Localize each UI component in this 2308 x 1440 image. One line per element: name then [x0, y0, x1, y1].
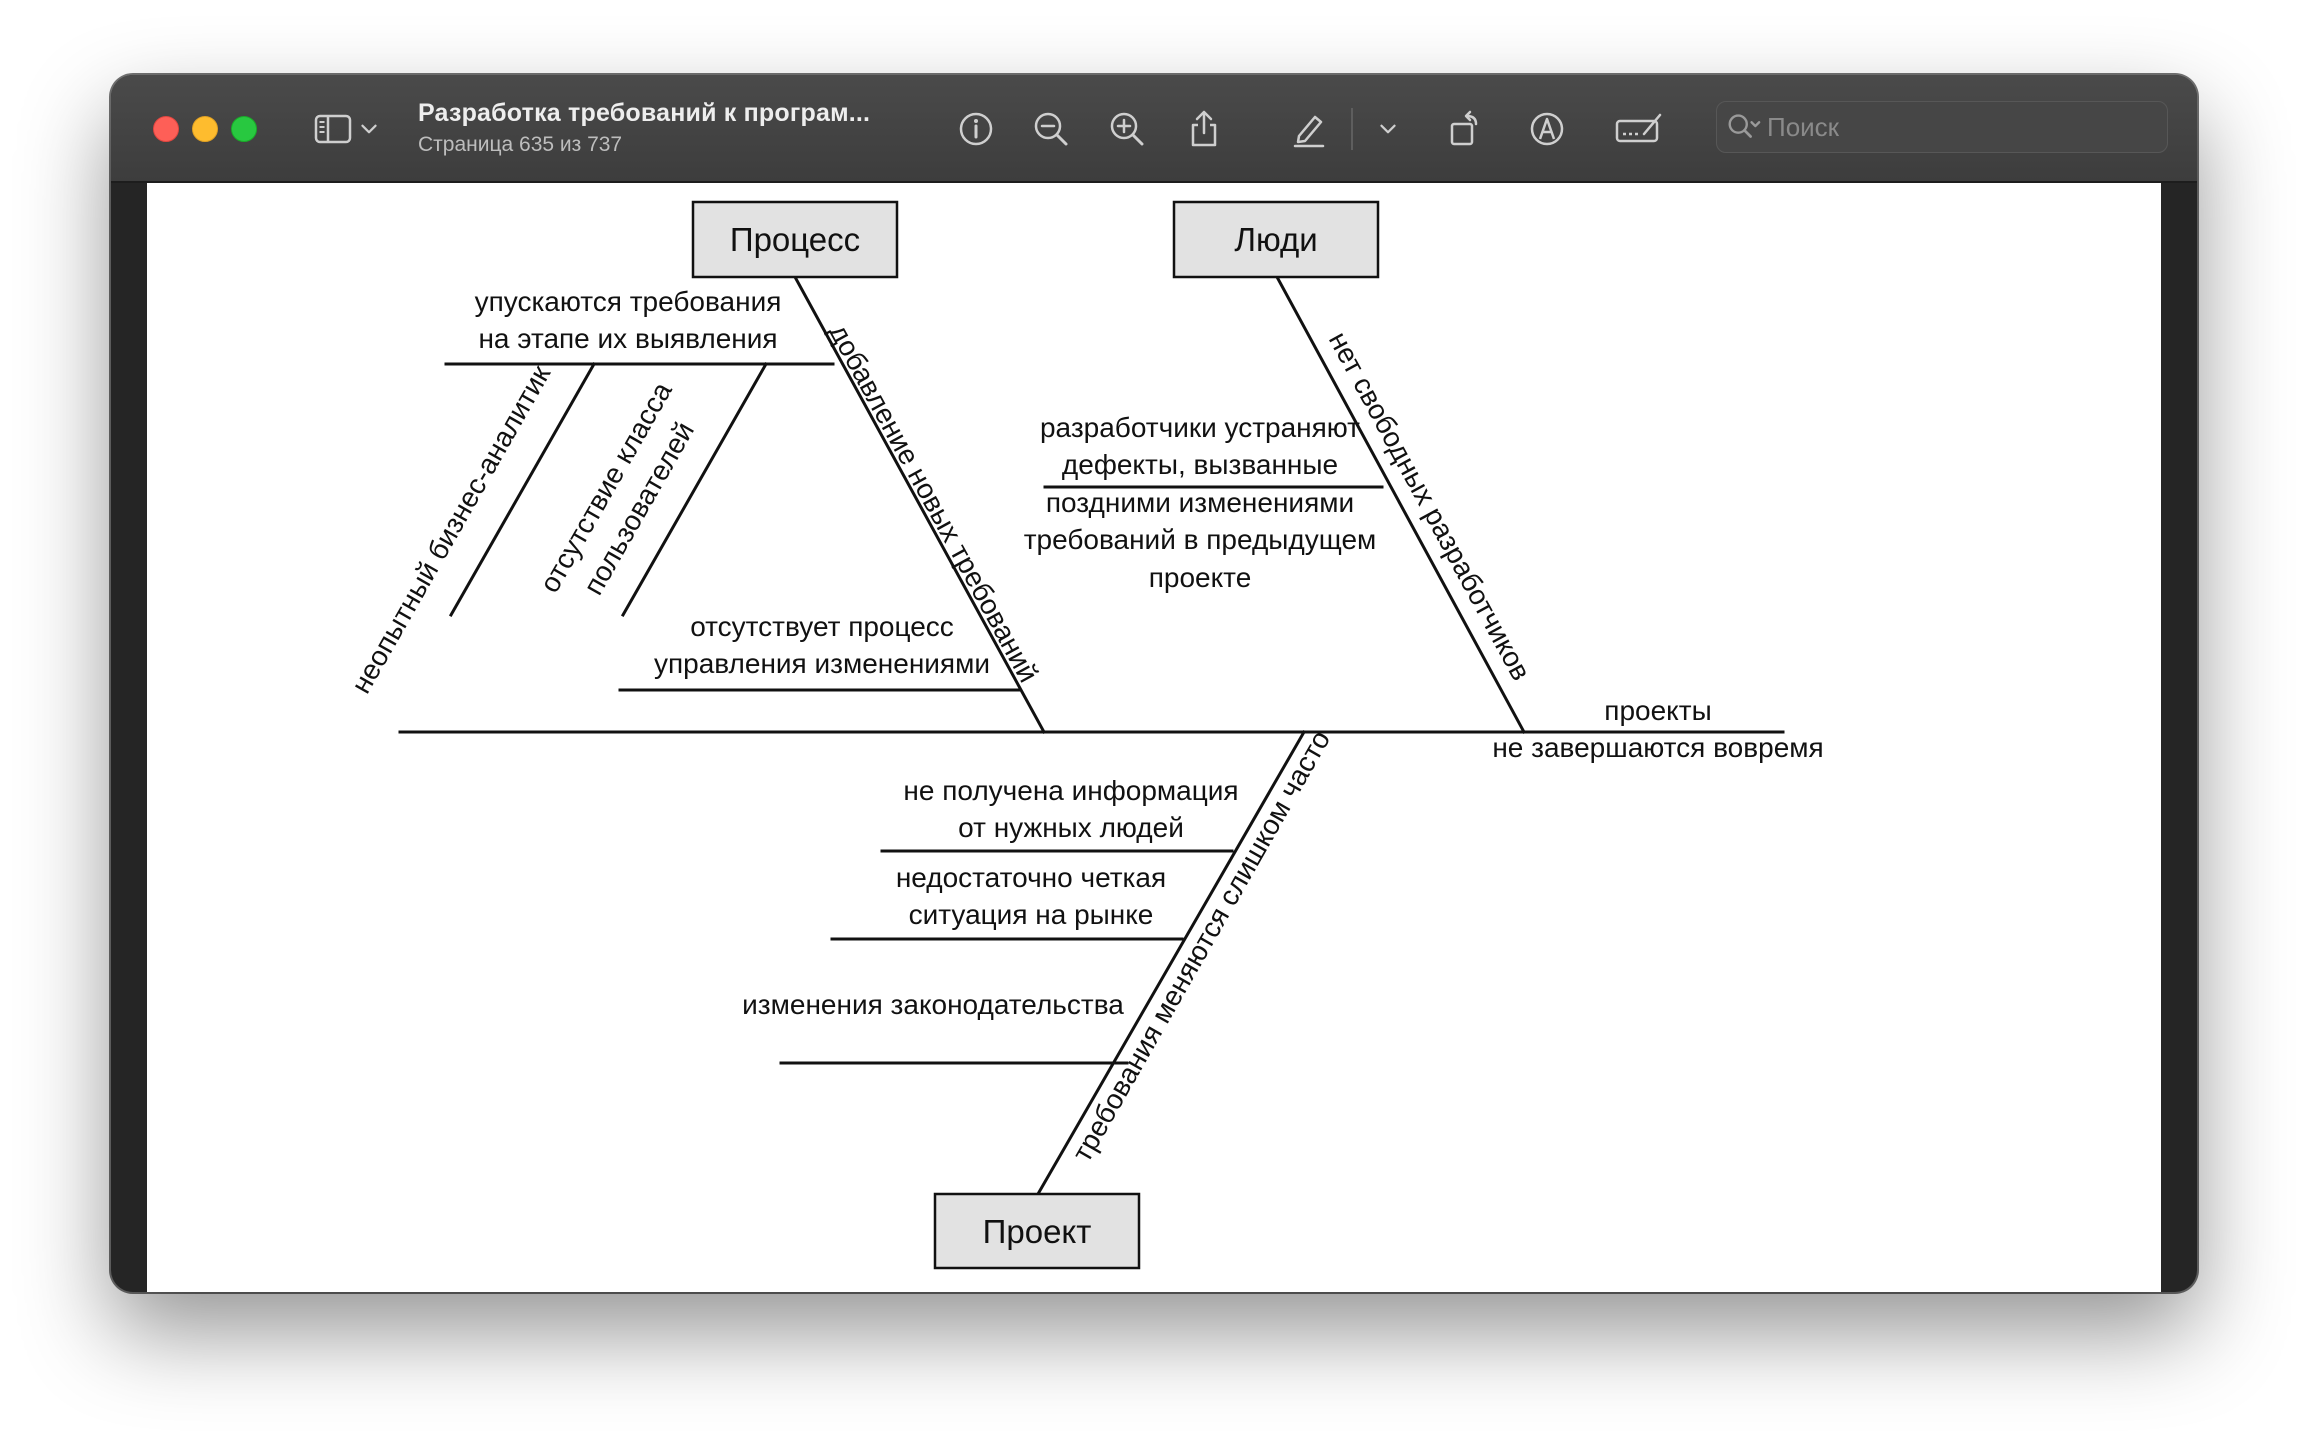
- highlight-pen-icon: [1293, 115, 1325, 148]
- process-category-box: Процесс: [691, 200, 899, 279]
- pdf-page: Процесс Люди Проект упускаются требовани…: [147, 183, 2161, 1292]
- info-button[interactable]: [954, 107, 998, 151]
- analyst-branch: [448, 361, 597, 618]
- markup-icon: [1530, 112, 1564, 146]
- effect-text-2: не завершаются вовремя: [1492, 732, 1823, 763]
- highlight-menu-button[interactable]: [1373, 107, 1403, 151]
- change-process-text-2: управления изменениями: [654, 648, 990, 679]
- effect-text-1: проекты: [1604, 695, 1711, 726]
- developers-text-4: требований в предыдущем: [1024, 524, 1377, 555]
- markup-button[interactable]: [1525, 107, 1569, 151]
- fishbone-diagram: Процесс Люди Проект упускаются требовани…: [345, 200, 1824, 1270]
- info-text-1: не получена информация: [903, 775, 1238, 806]
- law-text: изменения законодательства: [742, 989, 1124, 1020]
- project-category-box: Проект: [933, 1192, 1141, 1270]
- sidebar-icon: [314, 114, 352, 144]
- preview-window: Разработка требований к програм... Стран…: [111, 75, 2197, 1292]
- developers-text-1: разработчики устраняют: [1040, 412, 1360, 443]
- share-button[interactable]: [1182, 107, 1226, 151]
- zoom-in-icon: [1110, 112, 1144, 146]
- people-label: Люди: [1234, 221, 1317, 258]
- inexperienced-analyst-text: неопытный бизнес-аналитик: [345, 359, 557, 698]
- project-bone: [1035, 729, 1307, 1197]
- project-label: Проект: [983, 1213, 1092, 1250]
- signature-button[interactable]: [1611, 107, 1667, 151]
- share-icon: [1191, 110, 1217, 147]
- no-free-developers-text: нет свободных разработчиков: [1323, 327, 1537, 686]
- people-bone: [1274, 274, 1527, 735]
- rotate-button[interactable]: [1443, 107, 1487, 151]
- minimize-window-button[interactable]: [192, 116, 218, 142]
- info-text-2: от нужных людей: [958, 812, 1184, 843]
- change-process-text-1: отсутствует процесс: [690, 611, 954, 642]
- developers-text-5: проекте: [1149, 562, 1252, 593]
- market-text-1: недостаточно четкая: [896, 862, 1166, 893]
- zoom-out-button[interactable]: [1029, 107, 1073, 151]
- rotate-icon: [1450, 110, 1478, 146]
- zoom-out-icon: [1034, 112, 1068, 146]
- developers-text-3: поздними изменениями: [1046, 487, 1354, 518]
- process-label: Процесс: [730, 221, 860, 258]
- info-icon: [959, 112, 993, 146]
- missed-requirements-text-2: на этапе их выявления: [478, 323, 777, 354]
- zoom-in-button[interactable]: [1105, 107, 1149, 151]
- title-bar: Разработка требований к програм... Стран…: [111, 75, 2197, 183]
- sidebar-toggle-button[interactable]: [311, 107, 355, 151]
- sidebar-menu-button[interactable]: [355, 107, 383, 151]
- search-icon: [1723, 107, 1763, 147]
- chevron-down-icon: [361, 124, 377, 134]
- process-bone: [792, 274, 1047, 735]
- market-text-2: ситуация на рынке: [909, 899, 1154, 930]
- highlight-button[interactable]: [1287, 107, 1331, 151]
- missed-requirements-text-1: упускаются требования: [475, 286, 782, 317]
- zoom-window-button[interactable]: [231, 116, 257, 142]
- close-window-button[interactable]: [153, 116, 179, 142]
- search-field[interactable]: [1716, 101, 2168, 153]
- toolbar-divider: [1351, 108, 1353, 150]
- developers-text-2: дефекты, вызванные: [1062, 449, 1338, 480]
- people-category-box: Люди: [1172, 200, 1380, 279]
- document-title: Разработка требований к програм...: [418, 99, 871, 127]
- search-input[interactable]: [1763, 111, 2147, 143]
- user-class-branch: [620, 361, 769, 618]
- signature-icon: [1615, 113, 1662, 143]
- chevron-down-icon: [1380, 124, 1396, 134]
- page-indicator: Страница 635 из 737: [418, 133, 623, 156]
